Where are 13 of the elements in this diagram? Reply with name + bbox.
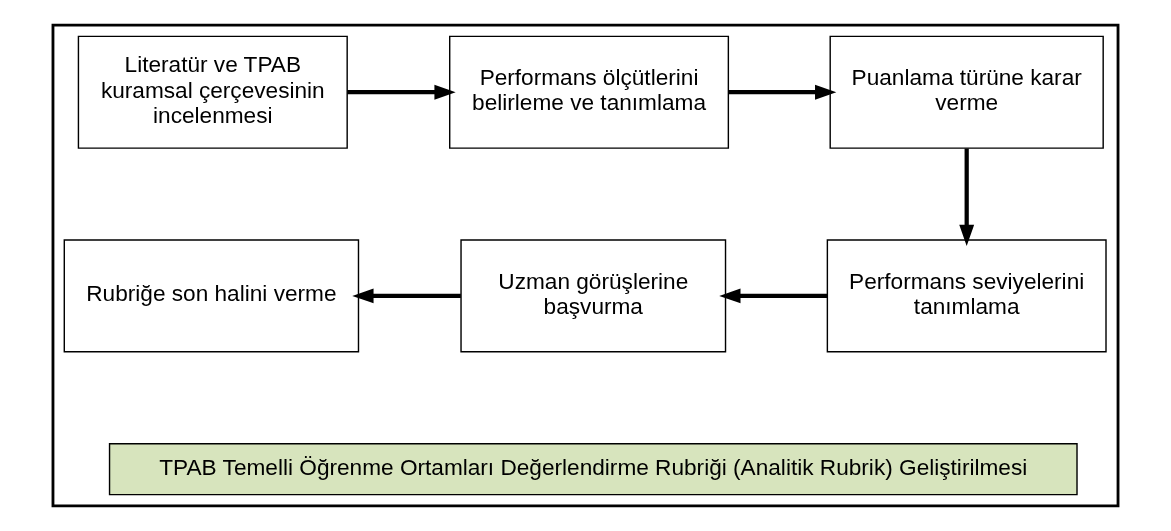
node-box: Performans seviyelerini tanımlama — [826, 239, 1107, 353]
node-box: Uzman görüşlerine başvurma — [460, 239, 727, 353]
node-box: Rubriğe son halini verme — [63, 239, 360, 353]
node-box: Literatür ve TPAB kuramsal çerçevesinin incelenmesi — [77, 35, 348, 149]
arrow — [719, 288, 828, 304]
arrow — [728, 84, 837, 100]
arrow — [959, 148, 975, 247]
arrow — [352, 288, 461, 304]
node-box: TPAB Temelli Öğrenme Ortamları Değerlendirme Rubriği (Analitik Rubrik) Geliştirilmesi — [108, 443, 1078, 496]
node-box: Performans ölçütlerini belirleme ve tanımlama — [449, 35, 730, 149]
cluster — [51, 23, 1120, 508]
node-box: Puanlama türüne karar verme — [829, 35, 1104, 149]
arrow — [347, 84, 456, 100]
